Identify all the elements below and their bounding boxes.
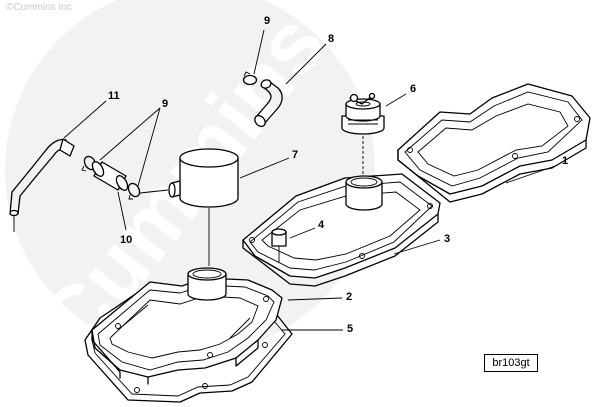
callout-6: 6 — [410, 83, 416, 95]
part-4-plug — [271, 228, 287, 262]
callout-labels: 1 2 3 4 5 6 7 8 9 9 10 11 — [108, 15, 568, 335]
part-8-elbow-hose — [254, 79, 283, 128]
part-2-valve-cover-lower — [91, 267, 283, 385]
part-11-curved-tube — [9, 138, 75, 232]
callout-4: 4 — [318, 219, 325, 231]
callout-1: 1 — [562, 155, 568, 167]
callout-10: 10 — [120, 234, 132, 246]
callout-11: 11 — [108, 90, 120, 102]
copyright-watermark: ©Cummins Inc — [6, 2, 72, 13]
part-3-valve-cover-middle — [242, 173, 441, 287]
part-7-breather-canister — [168, 148, 239, 266]
callout-9-left: 9 — [162, 98, 168, 110]
part-9-clamp-top — [242, 71, 258, 86]
part-1-valve-cover-upper — [397, 83, 591, 203]
callout-2: 2 — [346, 291, 352, 303]
callout-5: 5 — [347, 323, 353, 335]
callout-3: 3 — [444, 233, 450, 245]
drawing-reference-label: br103gt — [484, 354, 538, 372]
callout-7: 7 — [292, 149, 298, 161]
callout-8: 8 — [328, 33, 334, 45]
callout-9-top: 9 — [264, 15, 270, 27]
part-10-straight-hose — [91, 161, 129, 191]
assembly-guide-line — [139, 189, 169, 194]
part-6-breather-cap — [341, 92, 385, 176]
leader-lines — [63, 29, 559, 331]
